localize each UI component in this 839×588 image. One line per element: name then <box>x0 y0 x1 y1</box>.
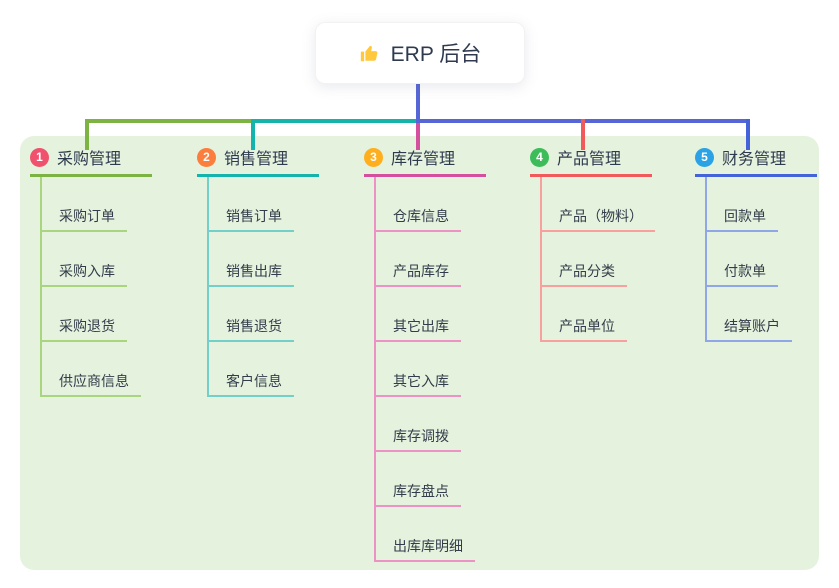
branch-item[interactable]: 采购订单 <box>42 177 127 232</box>
branches-panel <box>20 136 819 570</box>
branch-number-badge: 5 <box>695 147 714 167</box>
branch-header[interactable]: 1 采购管理 <box>30 146 152 177</box>
bus-segment-teal <box>251 119 420 123</box>
branch-number-badge: 3 <box>364 147 383 167</box>
branch-item[interactable]: 采购入库 <box>42 232 127 287</box>
branch-drop-line <box>251 119 255 150</box>
branch-item[interactable]: 库存调拨 <box>376 397 461 452</box>
branch-item[interactable]: 产品库存 <box>376 232 461 287</box>
branch-item[interactable]: 产品分类 <box>542 232 627 287</box>
branch-item[interactable]: 产品（物料） <box>542 177 655 232</box>
branch-header[interactable]: 3 库存管理 <box>364 146 486 177</box>
branch-item[interactable]: 回款单 <box>707 177 778 232</box>
branch-1: 1 采购管理 采购订单采购入库采购退货供应商信息 <box>30 146 180 397</box>
bus-segment-green <box>85 119 255 123</box>
branch-title: 产品管理 <box>557 151 622 168</box>
branch-5: 5 财务管理 回款单付款单结算账户 <box>695 146 839 342</box>
branch-item[interactable]: 客户信息 <box>209 342 294 397</box>
root-label: ERP 后台 <box>390 43 482 66</box>
branch-item[interactable]: 产品单位 <box>542 287 627 342</box>
branch-header[interactable]: 4 产品管理 <box>530 146 652 177</box>
branch-item[interactable]: 付款单 <box>707 232 778 287</box>
branch-items: 销售订单销售出库销售退货客户信息 <box>207 177 347 397</box>
branch-item[interactable]: 销售出库 <box>209 232 294 287</box>
branch-item[interactable]: 销售退货 <box>209 287 294 342</box>
branch-items: 仓库信息产品库存其它出库其它入库库存调拨库存盘点出库库明细 <box>374 177 514 562</box>
branch-title: 财务管理 <box>722 151 787 168</box>
branch-items: 采购订单采购入库采购退货供应商信息 <box>40 177 180 397</box>
branch-2: 2 销售管理 销售订单销售出库销售退货客户信息 <box>197 146 347 397</box>
branch-title: 采购管理 <box>57 151 122 168</box>
branch-drop-line <box>85 119 89 150</box>
branch-header[interactable]: 5 财务管理 <box>695 146 817 177</box>
branch-item[interactable]: 供应商信息 <box>42 342 141 397</box>
branch-items: 回款单付款单结算账户 <box>705 177 839 342</box>
branch-items: 产品（物料）产品分类产品单位 <box>540 177 680 342</box>
root-node[interactable]: ERP 后台 <box>315 22 525 84</box>
thumbs-up-icon <box>359 42 381 64</box>
branch-item[interactable]: 其它出库 <box>376 287 461 342</box>
branch-header[interactable]: 2 销售管理 <box>197 146 319 177</box>
branch-number-badge: 4 <box>530 147 549 167</box>
branch-item[interactable]: 结算账户 <box>707 287 792 342</box>
branch-item[interactable]: 库存盘点 <box>376 452 461 507</box>
branch-item[interactable]: 采购退货 <box>42 287 127 342</box>
branch-drop-line <box>581 119 585 150</box>
branch-4: 4 产品管理 产品（物料）产品分类产品单位 <box>530 146 680 342</box>
branch-number-badge: 1 <box>30 147 49 167</box>
branch-number-badge: 2 <box>197 147 216 167</box>
branch-title: 销售管理 <box>224 151 289 168</box>
branch-title: 库存管理 <box>391 151 456 168</box>
branch-drop-line <box>416 123 420 150</box>
root-stem-line <box>416 82 420 119</box>
branch-drop-line <box>746 119 750 150</box>
branch-item[interactable]: 出库库明细 <box>376 507 475 562</box>
branch-item[interactable]: 其它入库 <box>376 342 461 397</box>
branch-item[interactable]: 仓库信息 <box>376 177 461 232</box>
branch-item[interactable]: 销售订单 <box>209 177 294 232</box>
branch-3: 3 库存管理 仓库信息产品库存其它出库其它入库库存调拨库存盘点出库库明细 <box>364 146 514 562</box>
